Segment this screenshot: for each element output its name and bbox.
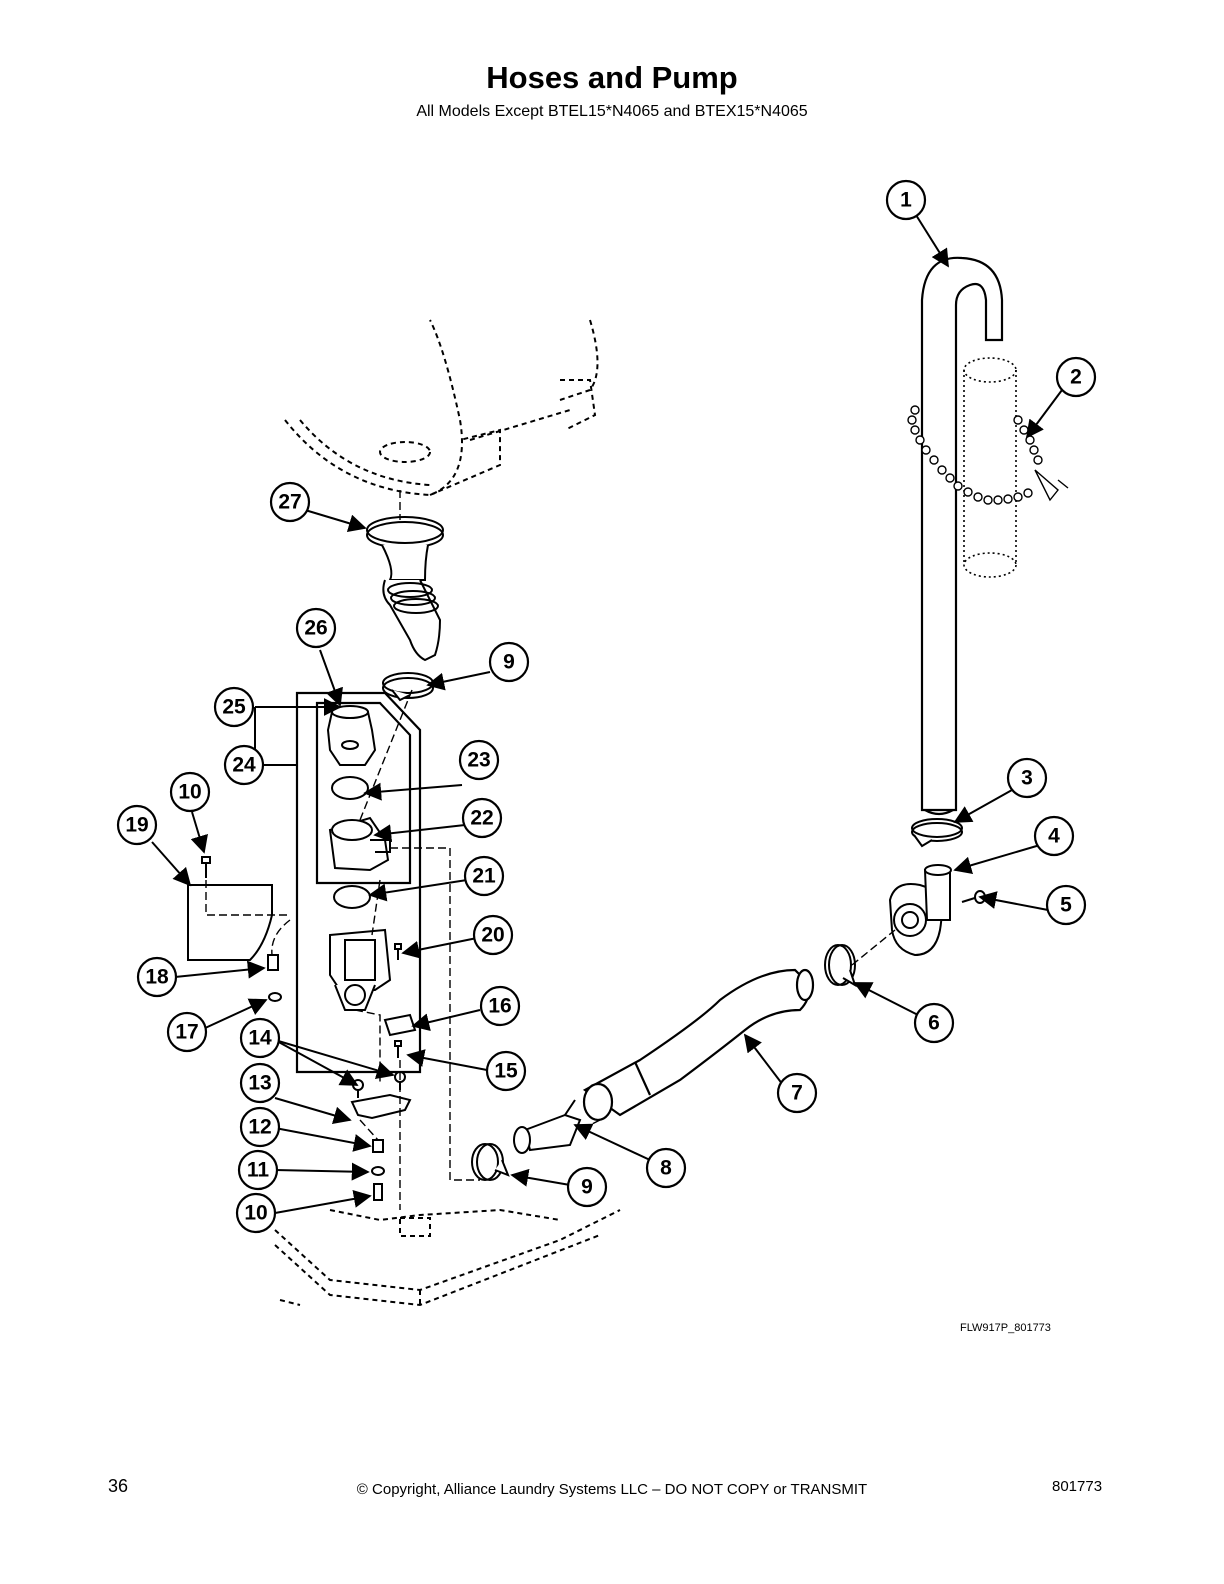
svg-text:13: 13 — [248, 1072, 271, 1095]
o-ring-23 — [331, 776, 369, 800]
callout-10-upper: 10 — [169, 771, 211, 813]
svg-text:9: 9 — [503, 651, 515, 674]
callout-10-lower: 10 — [235, 1192, 277, 1234]
washer-11 — [371, 1166, 385, 1176]
tub-drain-hose — [366, 516, 444, 662]
drain-adapter — [513, 1099, 582, 1154]
callout-9-lower: 9 — [566, 1166, 608, 1208]
svg-text:17: 17 — [175, 1021, 198, 1044]
callout-23: 23 — [458, 739, 500, 781]
svg-text:8: 8 — [660, 1157, 672, 1180]
drain-elbow — [888, 864, 952, 957]
shield-19 — [187, 884, 273, 961]
svg-text:1: 1 — [900, 189, 912, 212]
svg-text:23: 23 — [467, 749, 490, 772]
washer-12 — [372, 1139, 384, 1153]
svg-text:21: 21 — [472, 865, 496, 888]
grommet-18 — [267, 954, 279, 971]
callout-8: 8 — [645, 1147, 687, 1189]
bolt-10-lower — [373, 1183, 383, 1201]
callout-9-upper: 9 — [488, 641, 530, 683]
svg-text:4: 4 — [1048, 825, 1060, 848]
callout-20: 20 — [472, 914, 514, 956]
svg-text:22: 22 — [470, 807, 493, 830]
bracket-16 — [383, 1013, 417, 1037]
callout-2: 2 — [1055, 356, 1097, 398]
screws-14 — [352, 1071, 406, 1098]
svg-text:6: 6 — [928, 1012, 940, 1035]
base-outline — [274, 1208, 621, 1307]
callout-15: 15 — [485, 1050, 527, 1092]
pump-cover — [326, 705, 377, 766]
clamp-6 — [824, 944, 857, 988]
svg-text:24: 24 — [232, 754, 256, 777]
beaded-chain — [907, 405, 1069, 505]
svg-text:25: 25 — [222, 696, 246, 719]
callout-12: 12 — [239, 1106, 281, 1148]
clamp-3 — [911, 818, 963, 848]
screw-20 — [394, 943, 402, 960]
document-number: 801773 — [1052, 1478, 1103, 1495]
callout-13: 13 — [239, 1062, 281, 1104]
copyright-notice: © Copyright, Alliance Laundry Systems LL… — [356, 1481, 868, 1498]
clamp-9-upper — [382, 672, 434, 702]
svg-text:3: 3 — [1021, 767, 1033, 790]
svg-text:9: 9 — [581, 1176, 593, 1199]
svg-text:15: 15 — [494, 1060, 518, 1083]
tub-outline — [284, 319, 599, 497]
svg-text:5: 5 — [1060, 894, 1072, 917]
bracket-13 — [350, 1093, 412, 1120]
callout-26: 26 — [295, 607, 337, 649]
svg-text:12: 12 — [248, 1116, 271, 1139]
page-title: Hoses and Pump — [486, 60, 738, 95]
svg-text:16: 16 — [488, 995, 511, 1018]
clamp-9-lower — [471, 1143, 510, 1181]
callout-3: 3 — [1006, 757, 1048, 799]
svg-text:11: 11 — [247, 1159, 270, 1182]
svg-text:19: 19 — [125, 814, 148, 837]
callout-19: 19 — [116, 804, 158, 846]
callout-18: 18 — [136, 956, 178, 998]
callout-27: 27 — [269, 481, 311, 523]
standpipe — [920, 256, 1004, 816]
callout-24: 24 — [223, 744, 265, 786]
callout-5: 5 — [1045, 884, 1087, 926]
callout-7: 7 — [776, 1072, 818, 1114]
pump-assembly-frame — [315, 701, 412, 885]
page-subtitle: All Models Except BTEL15*N4065 and BTEX1… — [416, 103, 808, 120]
svg-text:18: 18 — [145, 966, 169, 989]
page-number: 36 — [108, 1476, 129, 1496]
svg-text:20: 20 — [481, 924, 504, 947]
washer-17 — [268, 992, 282, 1002]
drawing-id: FLW917P_801773 — [960, 1322, 1051, 1334]
callout-25: 25 — [213, 686, 255, 728]
callout-14: 14 — [239, 1017, 281, 1059]
svg-text:7: 7 — [791, 1082, 803, 1105]
callout-16: 16 — [479, 985, 521, 1027]
svg-text:14: 14 — [248, 1027, 272, 1050]
pump-kit-frame — [295, 691, 422, 1074]
pump-housing — [328, 816, 391, 872]
svg-text:10: 10 — [244, 1202, 267, 1225]
bolt-10-upper — [201, 856, 211, 878]
callout-17: 17 — [166, 1011, 208, 1053]
svg-text:2: 2 — [1070, 366, 1082, 389]
callout-6: 6 — [913, 1002, 955, 1044]
callout-22: 22 — [461, 797, 503, 839]
callout-21: 21 — [463, 855, 505, 897]
callout-1: 1 — [885, 179, 927, 221]
screw-15 — [394, 1040, 402, 1058]
svg-text:26: 26 — [304, 617, 327, 640]
svg-text:27: 27 — [278, 491, 301, 514]
o-ring-21 — [333, 885, 371, 909]
drain-hose — [582, 968, 815, 1122]
callout-4: 4 — [1033, 815, 1075, 857]
callout-11: 11 — [237, 1149, 279, 1191]
svg-text:10: 10 — [178, 781, 201, 804]
pump-motor — [329, 928, 392, 1011]
hose-guide — [963, 357, 1017, 578]
